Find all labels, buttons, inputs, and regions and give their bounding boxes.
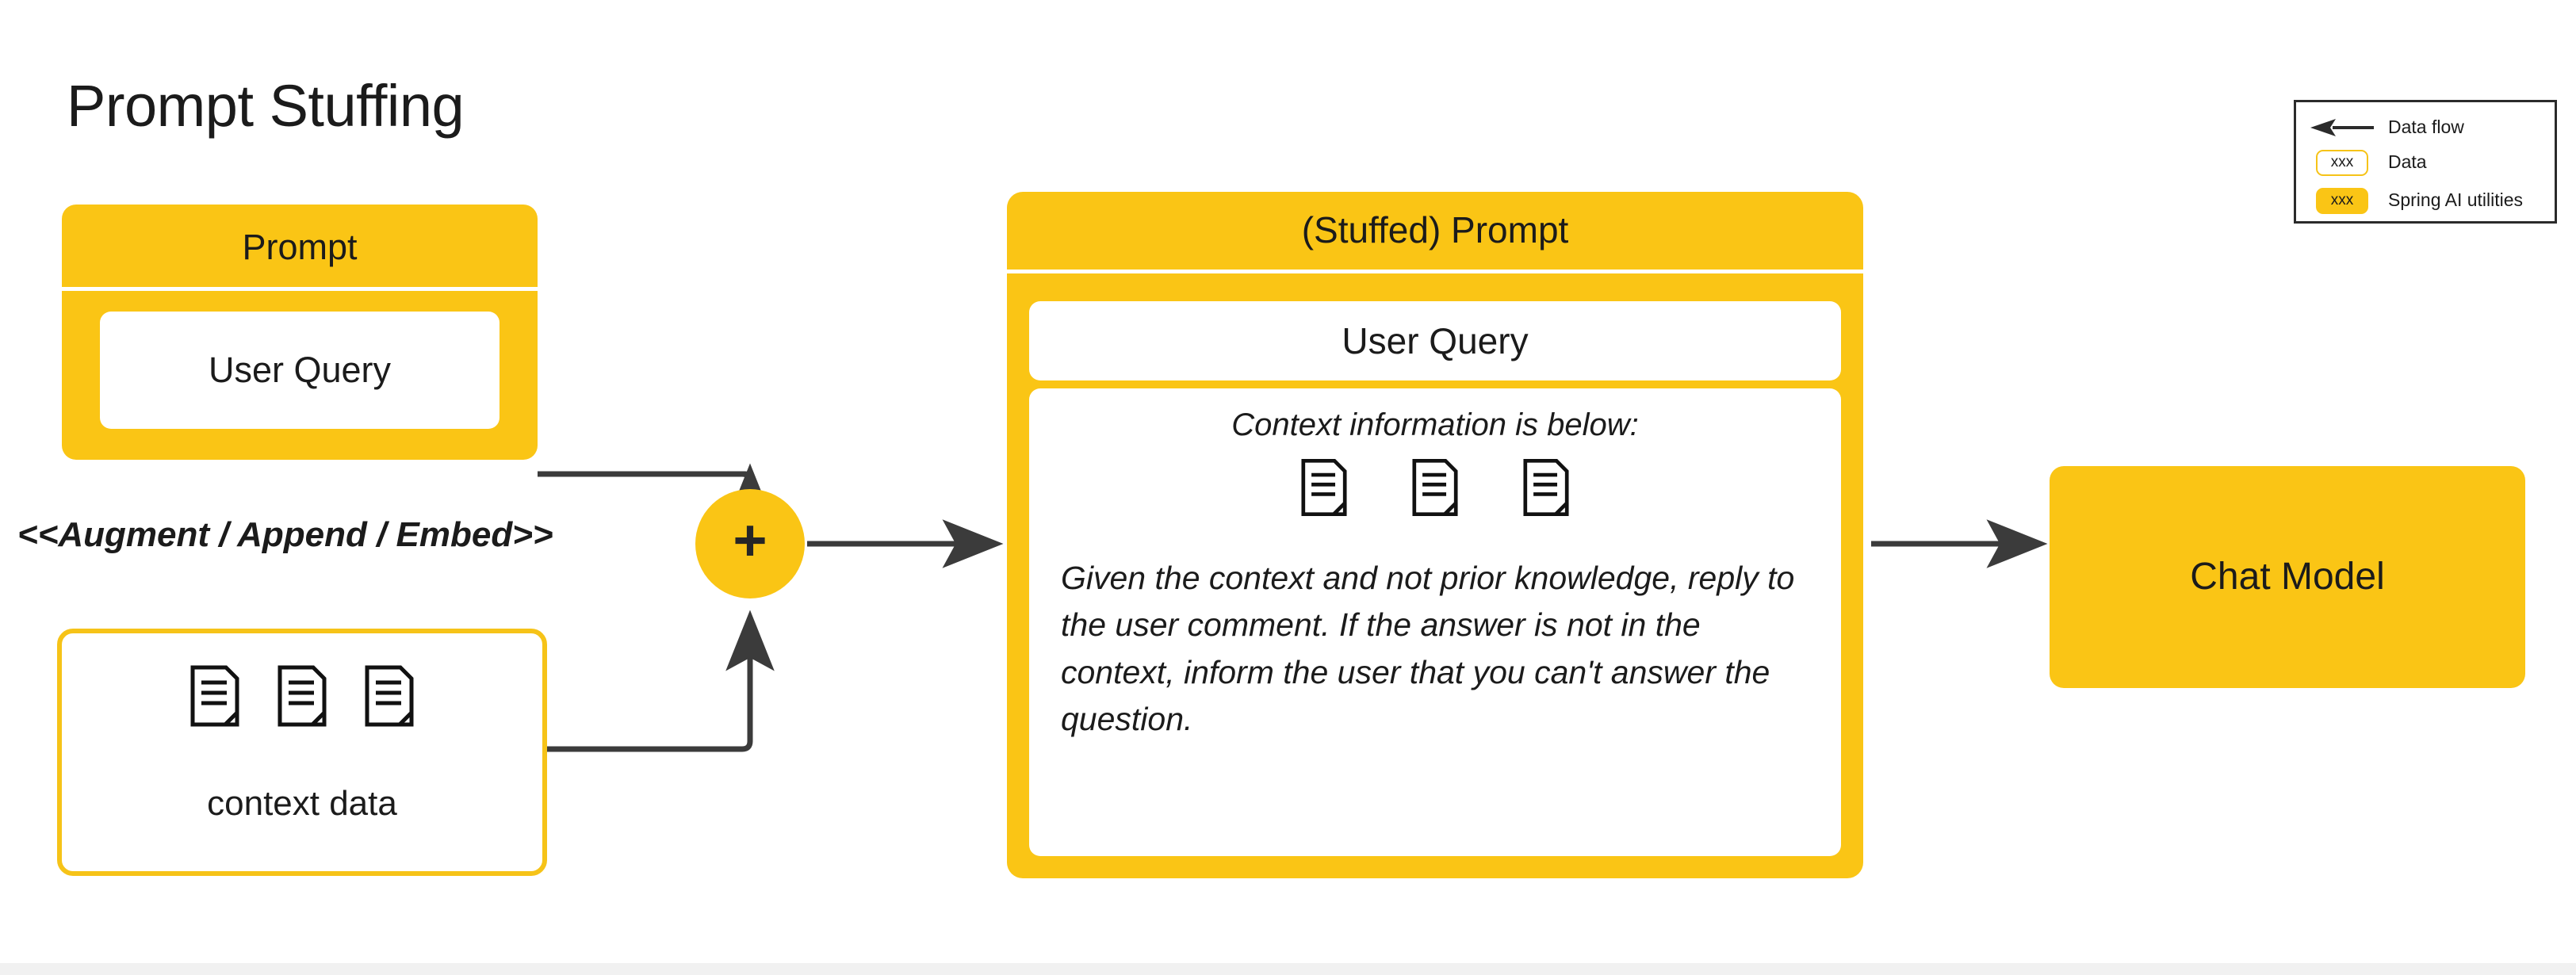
legend-row-spring-ai: xxx Spring AI utilities <box>2304 180 2548 221</box>
stuffed-context-panel: Context information is below: <box>1029 388 1841 856</box>
stuffed-instruction-text: Given the context and not prior knowledg… <box>1061 560 1795 738</box>
context-data-box[interactable]: context data <box>57 629 547 876</box>
legend-swatch-data-flow <box>2304 117 2380 138</box>
left-arrow-icon <box>2310 119 2374 136</box>
chat-model-box[interactable]: Chat Model <box>2050 466 2525 688</box>
context-info-heading: Context information is below: <box>1231 407 1639 442</box>
page-title: Prompt Stuffing <box>67 73 465 139</box>
legend-chip-spring-ai: xxx <box>2316 187 2368 214</box>
chat-model-title: Chat Model <box>2190 556 2385 598</box>
stuffed-user-query-label: User Query <box>1342 320 1529 361</box>
combine-plus-node[interactable]: + <box>695 489 805 598</box>
legend-row-data-flow: Data flow <box>2304 110 2548 145</box>
connector-context-to-plus <box>547 610 775 752</box>
document-icon <box>278 665 327 727</box>
stuffed-prompt-title: (Stuffed) Prompt <box>1301 209 1569 250</box>
context-data-label: context data <box>207 784 397 823</box>
prompt-box[interactable]: Prompt User Query <box>62 205 538 460</box>
legend-swatch-spring-ai: xxx <box>2304 187 2380 214</box>
bottom-strip <box>0 963 2576 975</box>
document-icon <box>1412 458 1458 517</box>
legend-chip-data: xxx <box>2316 149 2368 176</box>
document-icon <box>1523 458 1569 517</box>
document-icon <box>365 665 414 727</box>
prompt-box-title: Prompt <box>242 227 358 267</box>
context-data-document-row <box>62 665 542 727</box>
prompt-user-query-panel: User Query <box>100 312 500 429</box>
stuffed-prompt-divider <box>1007 270 1863 273</box>
stuffed-document-row <box>1029 458 1841 517</box>
legend-row-data: xxx Data <box>2304 145 2548 180</box>
prompt-box-divider <box>62 287 538 291</box>
legend-label-spring-ai: Spring AI utilities <box>2388 189 2524 211</box>
augment-append-embed-label: <<Augment / Append / Embed>> <box>17 515 553 554</box>
legend: Data flow xxx Data xxx Spring AI utiliti… <box>2294 100 2557 224</box>
prompt-user-query-label: User Query <box>208 350 392 390</box>
legend-swatch-data: xxx <box>2304 149 2380 176</box>
document-icon <box>190 665 239 727</box>
legend-label-data: Data <box>2388 151 2427 173</box>
plus-icon: + <box>733 507 767 573</box>
legend-label-data-flow: Data flow <box>2388 117 2464 138</box>
stuffed-user-query-panel: User Query <box>1029 301 1841 380</box>
connector-prompt-to-plus <box>538 471 753 481</box>
document-icon <box>1301 458 1347 517</box>
stuffed-prompt-box[interactable]: (Stuffed) Prompt User Query Context info… <box>1007 192 1863 878</box>
